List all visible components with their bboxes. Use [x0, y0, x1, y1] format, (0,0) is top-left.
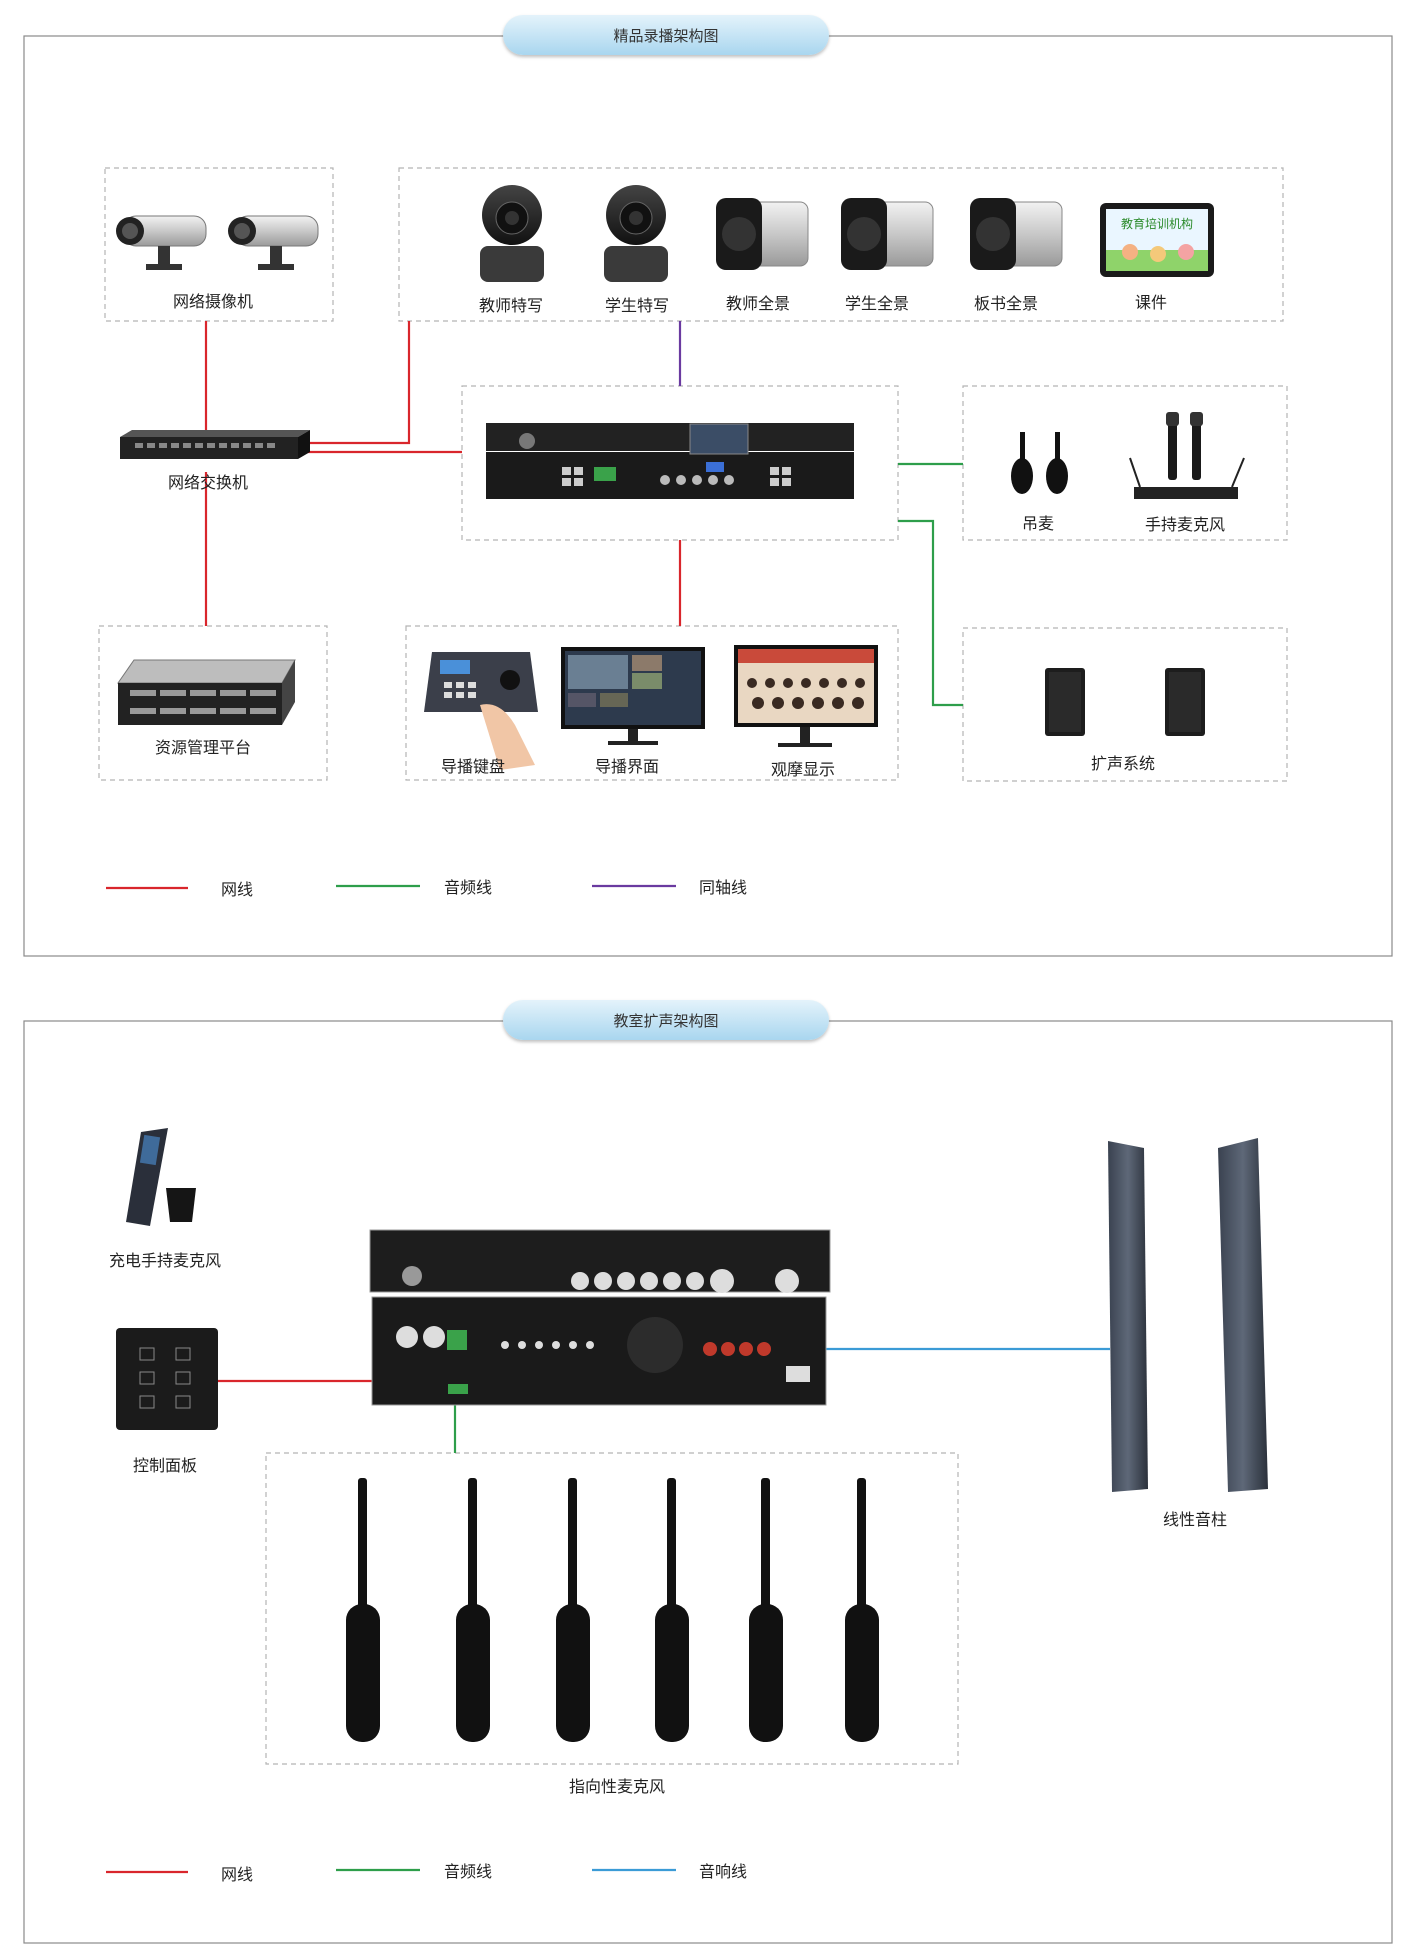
- label-board-panorama: 板书全景: [973, 294, 1039, 313]
- label-line-array: 线性音柱: [1162, 1510, 1228, 1529]
- director-keyboard-icon: [424, 652, 538, 770]
- resource-server-icon: [117, 659, 296, 725]
- courseware-tablet-icon: 教育培训机构: [1100, 203, 1214, 277]
- label-director-ui: 导播界面: [594, 757, 660, 776]
- label-handheld-mic: 手持麦克风: [1144, 515, 1226, 534]
- legend1-network-label: 网线: [221, 880, 254, 899]
- legend2-network-label: 网线: [221, 1865, 254, 1884]
- legend2-speaker-label: 音响线: [699, 1862, 748, 1881]
- directional-mic-icon: [556, 1478, 590, 1742]
- director-monitor-icon: [561, 647, 705, 745]
- bullet-camera-icon: [228, 215, 319, 270]
- label-network-switch: 网络交换机: [167, 473, 249, 492]
- section2-title: 教室扩声架构图: [503, 1000, 829, 1040]
- classroom-camera-group: [398, 167, 1284, 322]
- label-teacher-panorama: 教师全景: [725, 294, 791, 313]
- section2-frame: [23, 1020, 1393, 1944]
- observation-monitor-icon: [734, 645, 878, 747]
- directional-mic-icon: [346, 1478, 380, 1742]
- audio-processor-icon: [369, 1229, 831, 1406]
- line-array-speaker-icon: [1108, 1141, 1148, 1492]
- rechargeable-mic-icon: [126, 1128, 196, 1226]
- label-courseware: 课件: [1134, 293, 1168, 312]
- network-switch-icon: [120, 430, 310, 459]
- pa-speaker-icon: [1165, 668, 1205, 736]
- pa-speaker-icon: [1045, 668, 1085, 736]
- label-teacher-closeup: 教师特写: [478, 296, 544, 315]
- handheld-mic-icon: [1129, 412, 1245, 499]
- label-rechargeable-mic: 充电手持麦克风: [108, 1251, 222, 1270]
- directional-mic-icon: [845, 1478, 879, 1742]
- box-camera-icon: [841, 198, 934, 270]
- label-directional-mic: 指向性麦克风: [568, 1777, 666, 1796]
- box-camera-icon: [716, 198, 809, 270]
- director-group: [405, 625, 899, 781]
- label-director-keyboard: 导播键盘: [440, 757, 506, 776]
- label-student-panorama: 学生全景: [844, 294, 910, 313]
- recording-host-icon: [486, 423, 854, 499]
- label-student-closeup: 学生特写: [604, 296, 670, 315]
- label-pa-system: 扩声系统: [1090, 754, 1156, 773]
- line-array-speaker-icon: [1218, 1138, 1268, 1492]
- directional-mic-group: [265, 1452, 959, 1765]
- label-control-panel: 控制面板: [132, 1456, 198, 1475]
- label-hanging-mic: 吊麦: [1021, 514, 1055, 533]
- label-network-camera: 网络摄像机: [172, 292, 254, 311]
- hanging-mic-icon: [1011, 432, 1068, 494]
- directional-mic-icon: [456, 1478, 490, 1742]
- courseware-screen-text: 教育培训机构: [1121, 216, 1193, 231]
- link-classroom-switch: [300, 321, 411, 445]
- microphone-group: [962, 385, 1288, 541]
- legend1-coax-label: 同轴线: [699, 878, 748, 897]
- ptz-camera-icon: [604, 185, 668, 282]
- directional-mic-icon: [749, 1478, 783, 1742]
- legend2-audio-label: 音频线: [444, 1862, 493, 1881]
- resource-platform-group: [98, 625, 328, 781]
- label-resource-platform: 资源管理平台: [154, 738, 252, 757]
- section1-title: 精品录播架构图: [503, 15, 829, 55]
- legend1-audio-label: 音频线: [444, 878, 493, 897]
- directional-mic-icon: [655, 1478, 689, 1742]
- ptz-camera-icon: [480, 185, 544, 282]
- link-host-pa: [898, 519, 963, 707]
- box-camera-icon: [970, 198, 1063, 270]
- control-panel-icon: [116, 1328, 218, 1430]
- label-observation-display: 观摩显示: [770, 760, 836, 779]
- bullet-camera-icon: [116, 215, 207, 270]
- network-camera-group: [104, 167, 334, 322]
